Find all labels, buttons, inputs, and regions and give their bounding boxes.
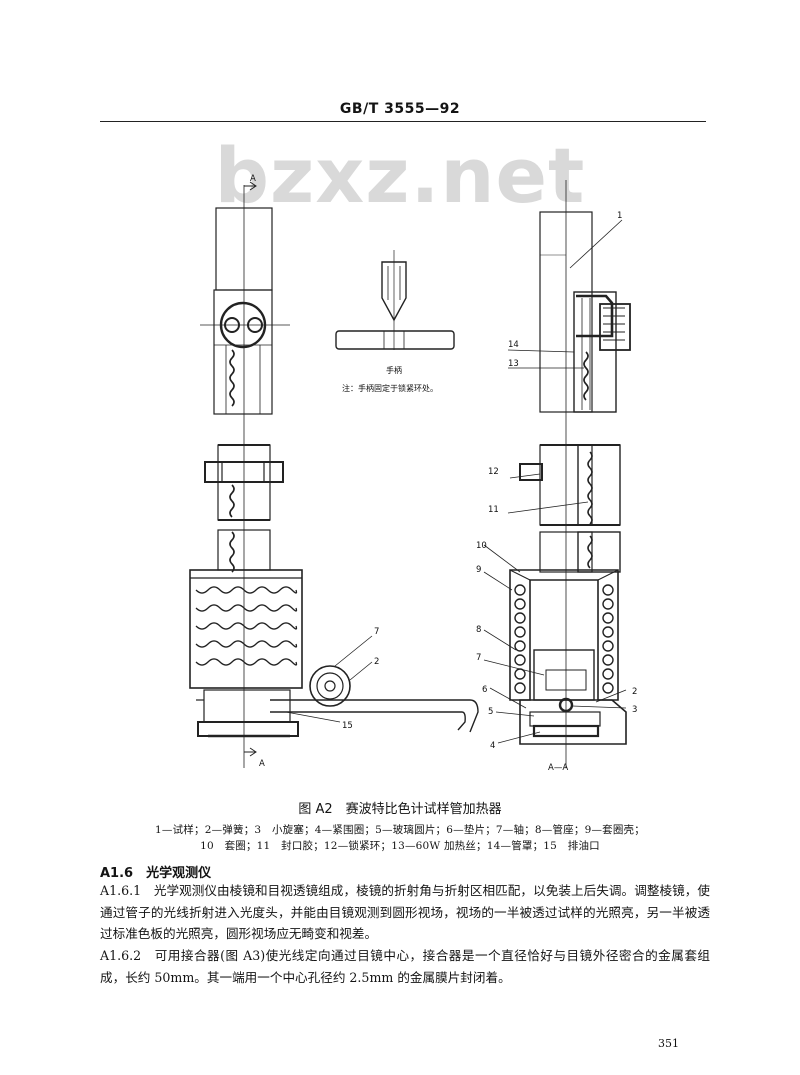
right-heating-coil-turns bbox=[514, 584, 614, 694]
standard-code-header: GB/T 3555—92 bbox=[339, 101, 461, 117]
callout-right-3: 3 bbox=[632, 705, 637, 715]
clamp-block bbox=[599, 303, 631, 351]
handle-label: 手柄 bbox=[386, 365, 402, 375]
callout-left-2: 2 bbox=[374, 657, 379, 667]
handle-bar bbox=[335, 330, 455, 350]
right-base bbox=[519, 699, 627, 745]
handle-wheel bbox=[309, 665, 351, 707]
callout-right-9: 9 bbox=[476, 565, 481, 575]
page-number: 351 bbox=[658, 1037, 679, 1050]
callout-right-11: 11 bbox=[488, 505, 499, 515]
right-tube-lower bbox=[539, 531, 593, 573]
figure-caption-line-2: 10 套圈；11 封口胶；12—锁紧环；13—60W 加热丝；14—管罩；15 … bbox=[200, 840, 600, 852]
callout-right-4: 4 bbox=[490, 741, 495, 751]
callout-left-7: 7 bbox=[374, 627, 379, 637]
right-locking-ring bbox=[519, 463, 543, 481]
callout-right-13: 13 bbox=[508, 359, 519, 369]
handle-note: 注：手柄固定于锁紧环处。 bbox=[342, 383, 438, 393]
spring-upper bbox=[229, 349, 235, 407]
callout-right-10: 10 bbox=[476, 541, 487, 551]
paragraph-a1-6-1: A1.6.1 光学观测仪由棱镜和目视透镜组成，棱镜的折射角与折射区相匹配，以免装… bbox=[100, 883, 710, 941]
figure-caption-line-1: 1—试样；2—弹簧；3 小旋塞；4—紧围圈；5—玻璃圆片；6—垫片；7—轴；8—… bbox=[155, 824, 645, 836]
callout-right-8: 8 bbox=[476, 625, 481, 635]
right-collar bbox=[573, 291, 617, 413]
callout-right-7: 7 bbox=[476, 653, 481, 663]
callout-right-5: 5 bbox=[488, 707, 493, 717]
left-base bbox=[203, 689, 291, 723]
drain-pipe bbox=[270, 699, 479, 733]
callout-right-12: 12 bbox=[488, 467, 499, 477]
left-foot bbox=[197, 721, 299, 737]
watermark: bzxz.net bbox=[214, 131, 586, 220]
figure-caption-title: 图 A2 赛波特比色计试样管加热器 bbox=[298, 802, 502, 817]
handle-grip bbox=[381, 261, 407, 322]
left-heating-coils bbox=[195, 586, 298, 666]
section-view-label: A—A bbox=[548, 763, 568, 773]
handle-detail bbox=[335, 250, 455, 350]
left-elevation-view bbox=[189, 181, 479, 768]
right-tube-top bbox=[539, 211, 593, 413]
left-collar bbox=[213, 289, 273, 415]
callout-right-2: 2 bbox=[632, 687, 637, 697]
callout-right-1: 1 bbox=[617, 211, 622, 221]
callout-left-15: 15 bbox=[342, 721, 353, 731]
header-rule bbox=[100, 121, 706, 122]
left-locking-ring bbox=[204, 461, 284, 483]
callout-right-14: 14 bbox=[508, 340, 519, 350]
callout-right-6: 6 bbox=[482, 685, 487, 695]
heater-figure: A A A—A 手柄 注：手柄固定于锁紧环处。 7 2 15 1 14 13 1… bbox=[189, 174, 637, 773]
section-mark-left-bottom: A bbox=[259, 759, 265, 769]
right-heater-housing bbox=[509, 569, 619, 701]
section-mark-left-top: A bbox=[250, 174, 256, 184]
right-section-view bbox=[483, 180, 631, 768]
left-heater-body bbox=[189, 569, 303, 689]
section-heading: A1.6 光学观测仪 bbox=[100, 866, 212, 881]
paragraph-a1-6-2: A1.6.2 可用接合器(图 A3)使光线定向通过目镜中心，接合器是一个直径恰好… bbox=[100, 948, 710, 985]
